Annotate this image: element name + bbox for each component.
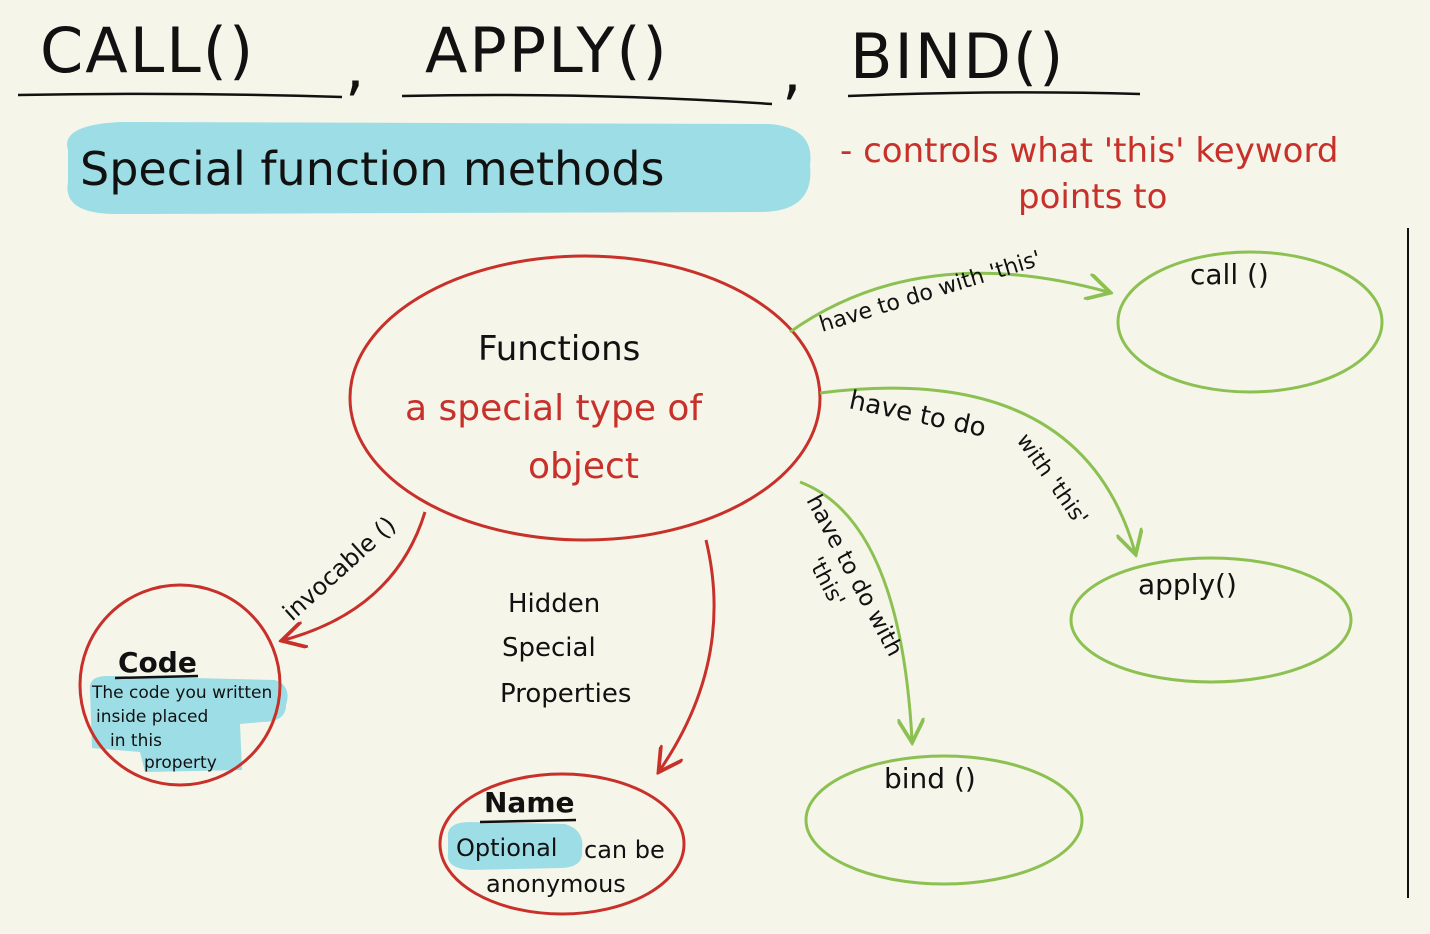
invocable-label: invocable () xyxy=(277,511,401,627)
name-ellipse xyxy=(438,772,686,916)
name-line-2: anonymous xyxy=(486,870,626,898)
functions-ellipse xyxy=(348,254,822,542)
code-title-underline xyxy=(114,674,199,680)
name-title: Name xyxy=(484,786,575,819)
label-to-call: have to do with 'this' xyxy=(816,246,1044,337)
arrow-to-code xyxy=(284,511,427,640)
code-line-2: inside placed xyxy=(96,707,208,727)
title-bind: BIND() xyxy=(850,20,1065,93)
code-line-1: The code you written xyxy=(91,683,272,703)
note-line-1: - controls what 'this' keyword xyxy=(840,131,1338,171)
hidden-props: Hidden Special Properties xyxy=(500,589,631,709)
apply-ellipse xyxy=(1069,556,1353,684)
apply-node: apply() xyxy=(1069,556,1353,684)
arrow-to-bind xyxy=(799,480,912,740)
title-comma-2: , xyxy=(782,34,804,107)
title-row: CALL() , APPLY() , BIND() xyxy=(17,14,1141,107)
arrow-to-name xyxy=(660,539,716,770)
underline-call xyxy=(17,92,343,99)
code-title: Code xyxy=(118,646,197,679)
call-node: call () xyxy=(1116,250,1384,394)
hidden-line-3: Properties xyxy=(500,679,631,709)
functions-line-1: a special type of xyxy=(405,388,703,429)
subtitle-highlight xyxy=(67,122,811,215)
note-line-2: points to xyxy=(1018,177,1167,217)
functions-node: Functions a special type of object xyxy=(348,254,822,542)
subtitle: Special function methods xyxy=(80,142,665,196)
code-circle xyxy=(78,583,282,787)
bind-ellipse xyxy=(804,754,1084,886)
title-comma-1: , xyxy=(345,30,367,103)
name-node: Name Optional can be anonymous xyxy=(438,772,686,916)
title-apply: APPLY() xyxy=(425,14,669,87)
code-line-3: in this xyxy=(110,731,162,751)
label-to-apply-2: with 'this' xyxy=(1011,429,1092,530)
code-line-4: property xyxy=(144,753,217,773)
name-highlight xyxy=(447,822,583,870)
hidden-line-1: Hidden xyxy=(508,589,600,619)
arrow-to-call xyxy=(789,271,1108,334)
code-node: Code The code you written inside placed … xyxy=(78,583,288,787)
name-optional: Optional xyxy=(456,834,557,862)
code-highlight xyxy=(89,675,288,772)
call-label: call () xyxy=(1190,258,1269,291)
bind-label: bind () xyxy=(884,762,976,795)
functions-title: Functions xyxy=(478,329,640,369)
name-rest: can be xyxy=(584,836,665,864)
call-ellipse xyxy=(1116,250,1384,394)
underline-bind xyxy=(847,91,1141,98)
underline-apply xyxy=(401,93,773,106)
bind-node: bind () xyxy=(804,754,1084,886)
title-call: CALL() xyxy=(40,14,255,87)
name-title-underline xyxy=(479,818,577,824)
subtitle-group: Special function methods xyxy=(67,122,811,215)
apply-label: apply() xyxy=(1138,568,1237,601)
functions-line-2: object xyxy=(528,446,639,487)
arrow-to-apply xyxy=(819,386,1135,552)
hidden-line-2: Special xyxy=(502,633,596,663)
